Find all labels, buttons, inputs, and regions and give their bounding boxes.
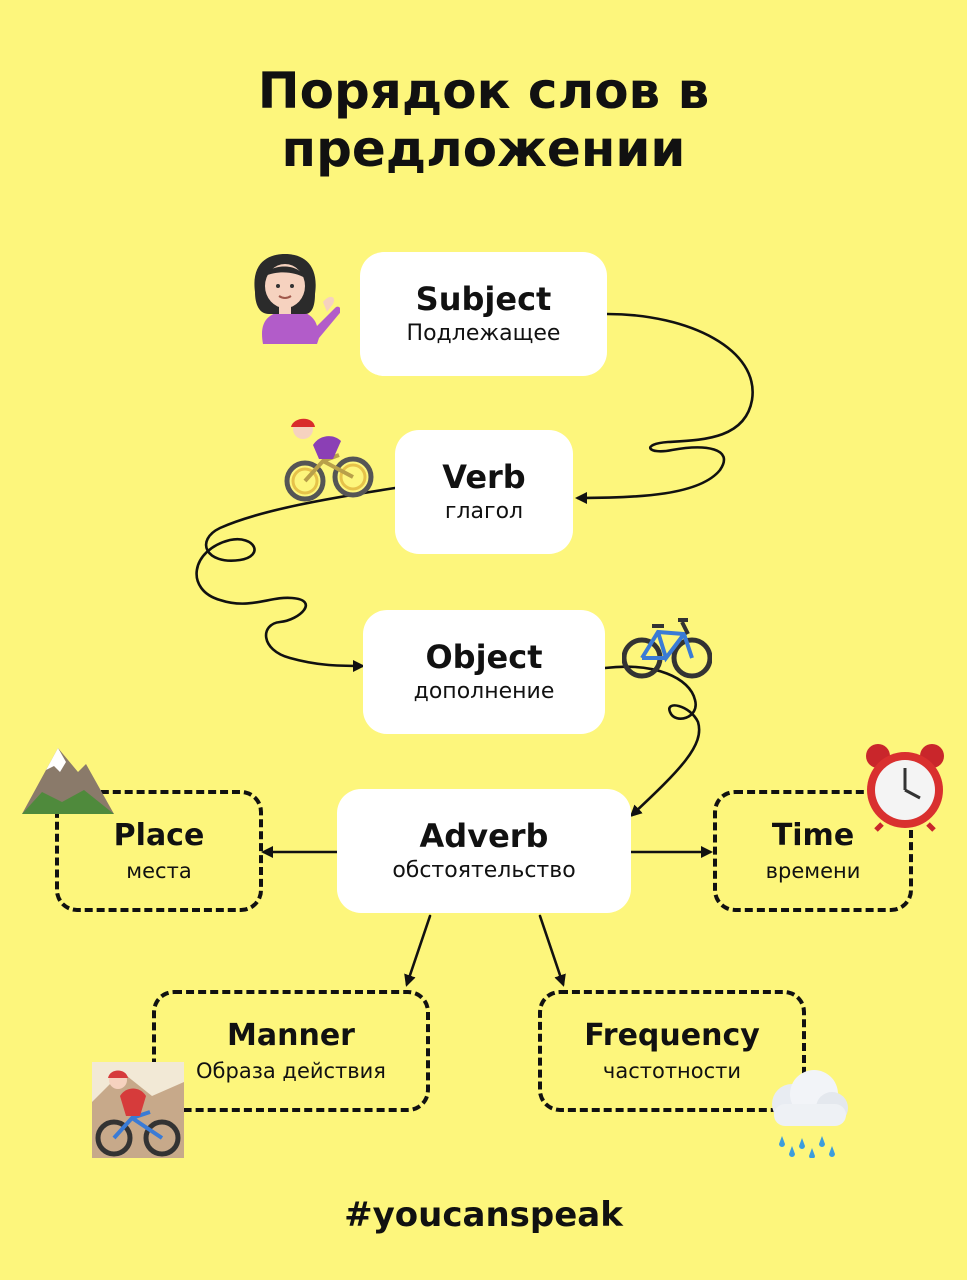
mountain-icon bbox=[22, 748, 114, 814]
alarm-clock-icon bbox=[866, 744, 944, 832]
place-label: Place bbox=[113, 818, 205, 853]
page-title: Порядок слов в предложении bbox=[0, 62, 967, 178]
title-line-2: предложении bbox=[281, 120, 686, 178]
adverb-label: Adverb bbox=[419, 817, 549, 855]
manner-node: Manner Образа действия bbox=[152, 990, 430, 1112]
frequency-translation: частотности bbox=[602, 1059, 742, 1083]
manner-label: Manner bbox=[227, 1018, 355, 1053]
time-node: Time времени bbox=[713, 790, 913, 912]
woman-tipping-hand-icon bbox=[254, 254, 340, 344]
woman-biking-icon bbox=[284, 418, 374, 502]
edge-subject-verb bbox=[575, 312, 754, 504]
object-label: Object bbox=[425, 638, 543, 676]
verb-translation: глагол bbox=[444, 499, 524, 524]
frequency-label: Frequency bbox=[584, 1018, 760, 1053]
edge-adverb-frequency bbox=[538, 914, 566, 987]
place-translation: места bbox=[126, 859, 192, 883]
object-translation: дополнение bbox=[413, 679, 555, 704]
adverb-node: Adverb обстоятельство bbox=[337, 789, 631, 913]
time-label: Time bbox=[771, 818, 855, 853]
time-translation: времени bbox=[765, 859, 861, 883]
edge-verb-object bbox=[195, 486, 397, 672]
place-node: Place места bbox=[55, 790, 263, 912]
verb-label: Verb bbox=[442, 458, 526, 496]
bicycle-icon bbox=[622, 618, 712, 679]
adverb-translation: обстоятельство bbox=[392, 858, 576, 883]
object-node: Object дополнение bbox=[363, 610, 605, 734]
subject-node: Subject Подлежащее bbox=[360, 252, 607, 376]
manner-translation: Образа действия bbox=[196, 1059, 386, 1083]
rain-cloud-icon bbox=[772, 1070, 848, 1158]
verb-node: Verb глагол bbox=[395, 430, 573, 554]
mountain-biker-icon bbox=[92, 1062, 184, 1158]
edge-object-adverb bbox=[603, 665, 701, 818]
frequency-node: Frequency частотности bbox=[538, 990, 806, 1112]
subject-translation: Подлежащее bbox=[406, 321, 561, 346]
subject-label: Subject bbox=[415, 280, 552, 318]
title-line-1: Порядок слов в bbox=[257, 62, 710, 120]
hashtag-footer: #youcanspeak bbox=[344, 1195, 623, 1235]
edge-adverb-manner bbox=[404, 914, 432, 987]
